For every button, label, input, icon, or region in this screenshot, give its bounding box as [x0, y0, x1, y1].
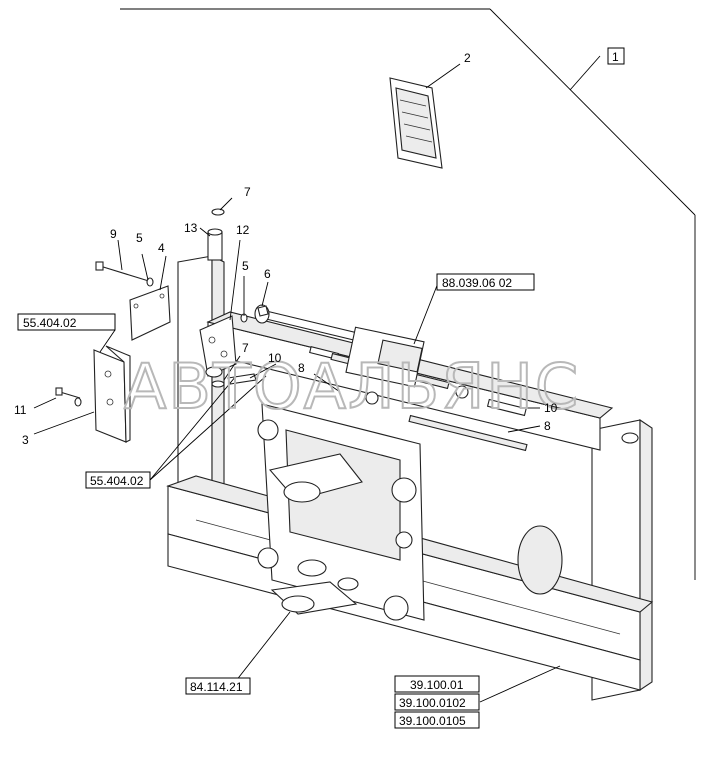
callout-4: 4 — [158, 241, 165, 255]
reference-55-404-02-bottom[interactable]: 55.404.02 — [90, 474, 144, 488]
callout-8-left: 8 — [298, 361, 305, 375]
callout-2: 2 — [464, 51, 471, 65]
callout-10-left: 10 — [268, 351, 282, 365]
callout-7-top: 7 — [244, 185, 251, 199]
callout-9: 9 — [110, 227, 117, 241]
reference-55-404-02-top[interactable]: 55.404.02 — [23, 316, 77, 330]
assembly-number: 1 — [612, 50, 619, 64]
callout-7-lower: 7 — [242, 341, 249, 355]
exploded-parts — [55, 208, 269, 443]
reference-boxes: 55.404.02 88.039.06 02 55.404.02 84.114.… — [17, 273, 535, 729]
callout-5-right: 5 — [242, 259, 249, 273]
hydraulic-cylinder — [254, 304, 469, 405]
callout-11: 11 — [14, 403, 27, 417]
callout-8-right: 8 — [544, 419, 551, 433]
callout-6: 6 — [264, 267, 271, 281]
operator-manual — [389, 77, 443, 169]
watermark: АВТОАЛЬЯНС — [124, 350, 580, 423]
callout-3: 3 — [22, 433, 29, 447]
callout-5-left: 5 — [136, 231, 143, 245]
reference-88-039-06-02[interactable]: 88.039.06 02 — [442, 276, 512, 290]
callout-10-right: 10 — [544, 401, 558, 415]
fork-positioner — [257, 403, 563, 621]
callout-12: 12 — [236, 223, 250, 237]
reference-39-100-01[interactable]: 39.100.01 — [410, 678, 464, 692]
leader-lines — [33, 55, 601, 703]
reference-39-100-0102[interactable]: 39.100.0102 — [399, 696, 466, 710]
assembly-number-box: 1 — [607, 47, 625, 65]
callout-numbers: 2 7 13 9 5 4 12 5 6 7 10 8 11 3 10 8 — [14, 51, 558, 447]
callout-13: 13 — [184, 221, 198, 235]
reference-39-100-0105[interactable]: 39.100.0105 — [399, 714, 466, 728]
assembly-bracket — [120, 8, 696, 580]
reference-84-114-21[interactable]: 84.114.21 — [190, 680, 243, 694]
